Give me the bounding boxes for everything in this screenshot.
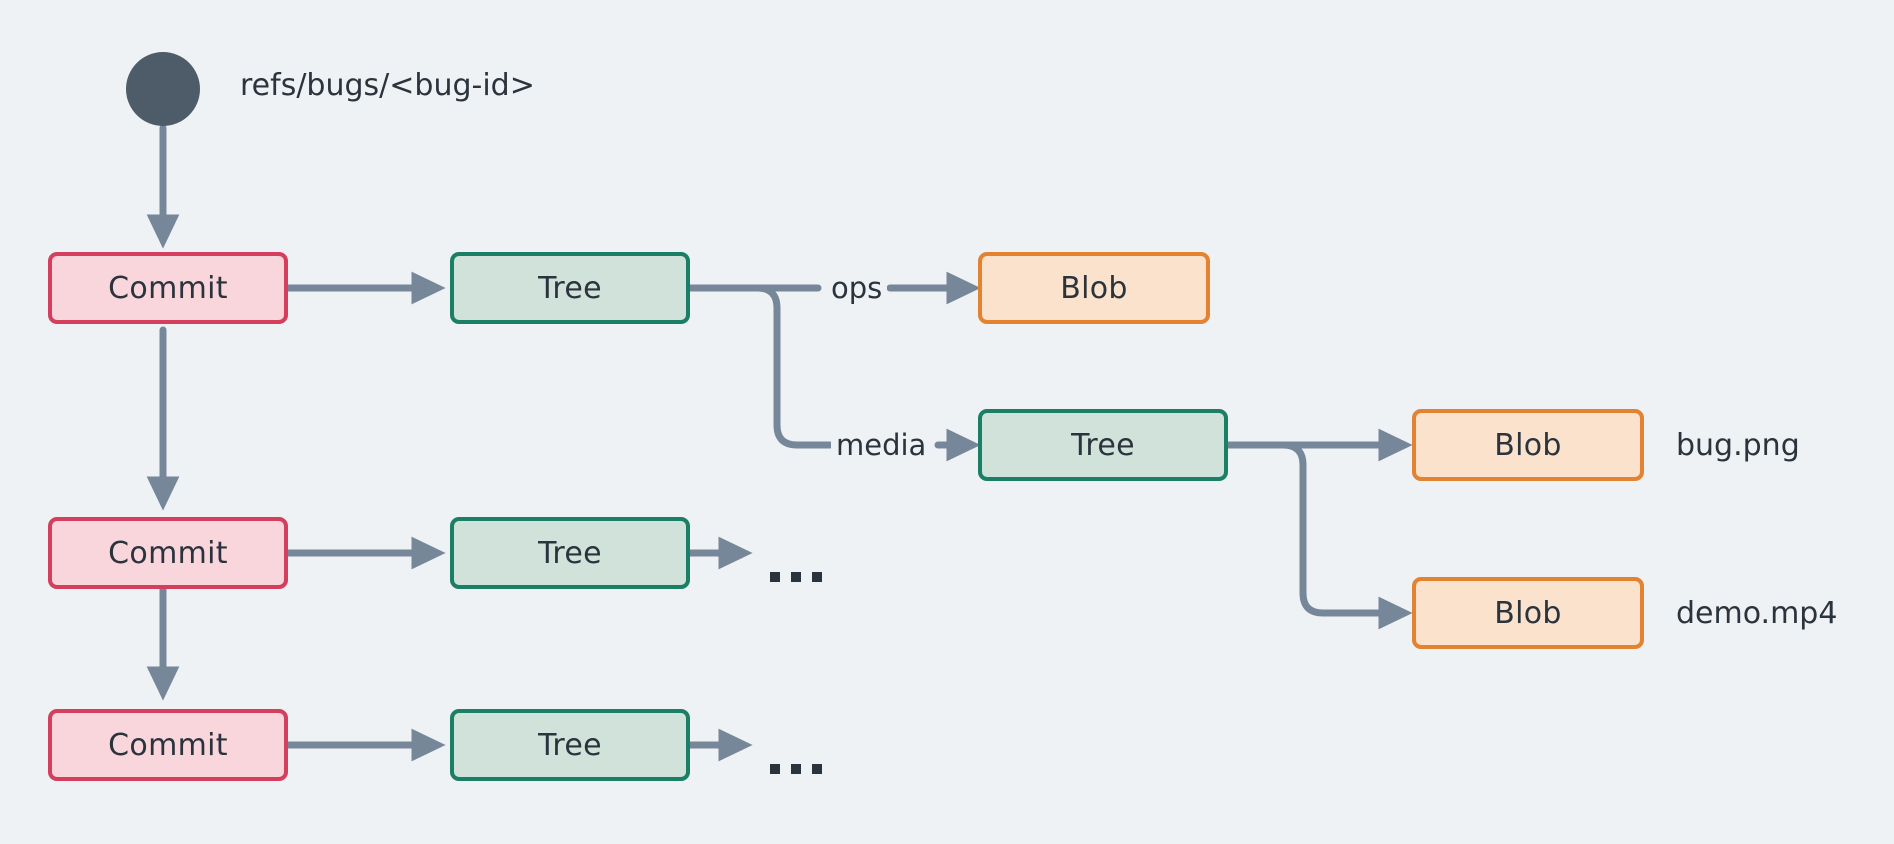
node-tree-1[interactable]: Tree [450, 252, 690, 324]
ellipsis-tree-2 [770, 572, 822, 582]
node-tree-3[interactable]: Tree [450, 709, 690, 781]
ref-pointer-dot[interactable] [126, 52, 200, 126]
node-commit-1[interactable]: Commit [48, 252, 288, 324]
edge-tree1-branch-media [686, 284, 834, 449]
node-commit-3[interactable]: Commit [48, 709, 288, 781]
file-label-bug-png: bug.png [1676, 428, 1800, 463]
node-commit-2[interactable]: Commit [48, 517, 288, 589]
node-tree-media[interactable]: Tree [978, 409, 1228, 481]
node-blob-demo-mp4[interactable]: Blob [1412, 577, 1644, 649]
node-blob-bug-png[interactable]: Blob [1412, 409, 1644, 481]
ellipsis-tree-3 [770, 764, 822, 774]
ref-label: refs/bugs/<bug-id> [240, 68, 535, 103]
node-tree-2[interactable]: Tree [450, 517, 690, 589]
edge-label-media: media [831, 428, 932, 462]
node-blob-ops[interactable]: Blob [978, 252, 1210, 324]
file-label-demo-mp4: demo.mp4 [1676, 596, 1838, 631]
edge-label-ops: ops [826, 271, 888, 305]
edge-treemedia-to-blob-demo [1224, 441, 1413, 630]
